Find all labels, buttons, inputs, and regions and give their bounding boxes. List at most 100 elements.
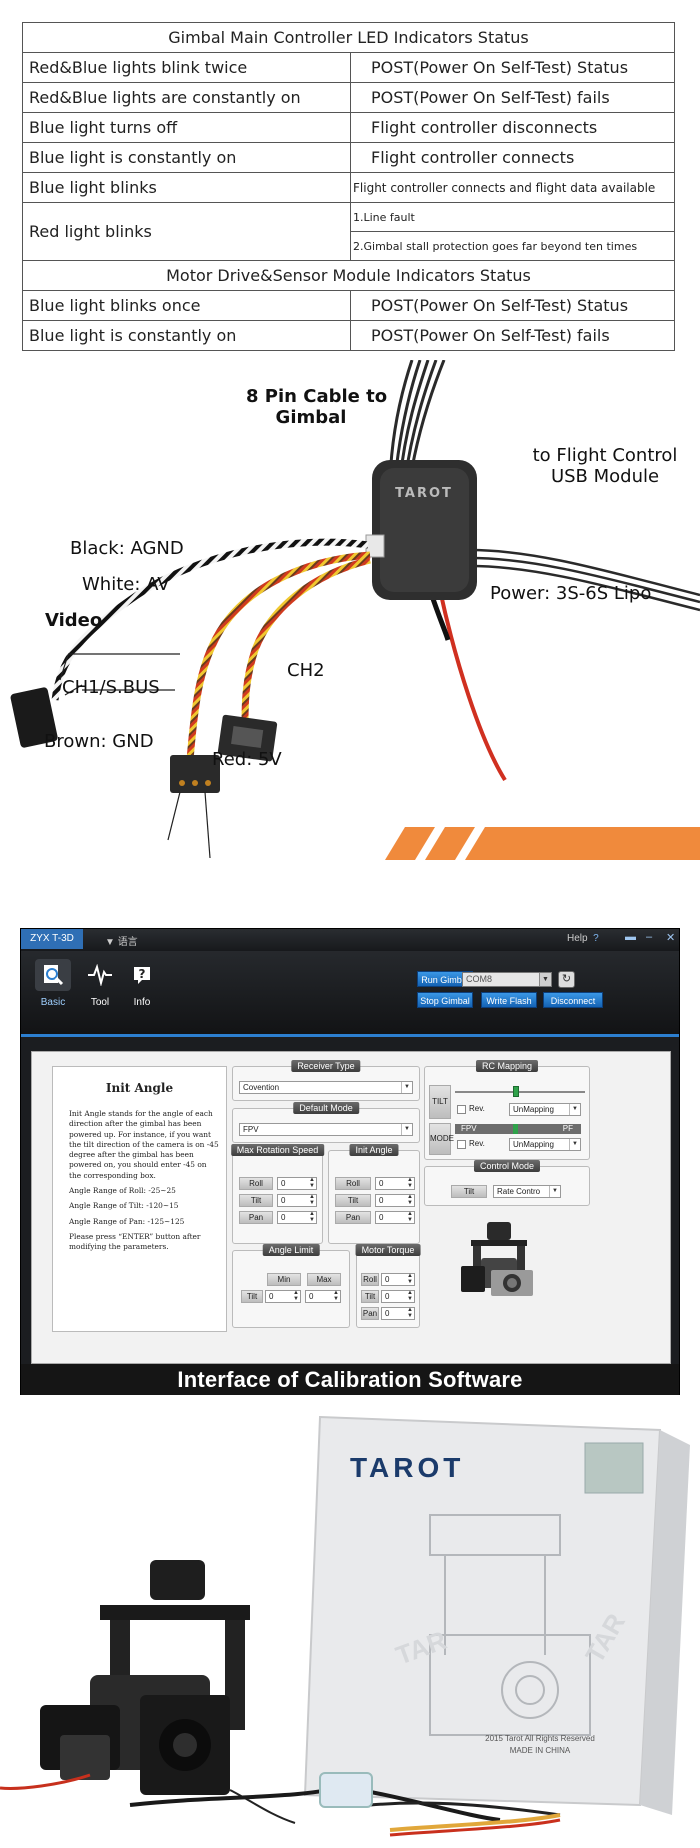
- spinner-arrows-icon[interactable]: ▲▼: [407, 1194, 413, 1206]
- toolbar: Basic Tool ? Info Run Gimbal Stop Gimbal…: [21, 951, 679, 1037]
- receiver-type-panel: Receiver Type Covention▼: [232, 1060, 420, 1101]
- mode-reverse-checkbox[interactable]: [457, 1140, 466, 1149]
- rc-mapping-title: RC Mapping: [475, 1060, 539, 1072]
- language-menu[interactable]: ▼ 语言: [105, 933, 138, 948]
- close-icon[interactable]: ✕: [666, 932, 676, 944]
- section-title: Motor Drive&Sensor Module Indicators Sta…: [22, 260, 675, 291]
- max-speed-pan-input[interactable]: 0▲▼: [277, 1211, 317, 1224]
- value: 0: [379, 1196, 384, 1205]
- help-icon[interactable]: ?: [593, 933, 599, 944]
- receiver-type-select[interactable]: Covention▼: [239, 1081, 413, 1094]
- init-pan-input[interactable]: 0▲▼: [375, 1211, 415, 1224]
- torque-roll-input[interactable]: 0 ▲▼: [381, 1273, 415, 1286]
- chevron-down-icon: ▼: [569, 1104, 580, 1115]
- chat-icon[interactable]: ▬: [625, 931, 636, 943]
- status-cell: 1.Line fault: [350, 202, 675, 232]
- brown-gnd-label: Brown: GND: [44, 731, 154, 752]
- rev-label: Rev.: [469, 1139, 485, 1148]
- control-mode-title: Control Mode: [473, 1160, 541, 1172]
- led-indicator-table: Gimbal Main Controller LED Indicators St…: [22, 22, 675, 351]
- torque-pan-input[interactable]: 0▲▼: [381, 1307, 415, 1320]
- info-tool-button[interactable]: ? Info: [118, 959, 166, 1008]
- spinner-arrows-icon[interactable]: ▲▼: [407, 1211, 413, 1223]
- tilt-label: Tilt: [239, 1194, 273, 1207]
- svg-text:TAROT: TAROT: [395, 486, 453, 501]
- rc-mapping-panel: RC Mapping TILT Rev. UnMapping▼ MODE FPV…: [424, 1060, 590, 1160]
- mode-channel-label: MODE: [429, 1123, 454, 1155]
- spinner-arrows-icon[interactable]: ▲▼: [407, 1307, 413, 1319]
- spinner-arrows-icon[interactable]: ▲▼: [309, 1211, 315, 1223]
- banner-text: Interface of Calibration Software: [177, 1367, 523, 1392]
- tilt-mapping-select[interactable]: UnMapping ▼: [509, 1103, 581, 1116]
- red-5v-label: Red: 5V: [212, 749, 282, 770]
- mode-mapping-select[interactable]: UnMapping▼: [509, 1138, 581, 1151]
- tilt-min-input[interactable]: 0▲▼: [265, 1290, 301, 1303]
- value: 0: [281, 1179, 286, 1188]
- tilt-slider-track[interactable]: [455, 1091, 585, 1093]
- com-port-select[interactable]: COM8▼: [462, 972, 552, 987]
- value: 0: [281, 1196, 286, 1205]
- tilt-max-input[interactable]: 0▲▼: [305, 1290, 341, 1303]
- init-tilt-input[interactable]: 0 ▲▼: [375, 1194, 415, 1207]
- table-row: Blue light blinks Flight controller conn…: [22, 172, 675, 203]
- disconnect-button[interactable]: Disconnect: [543, 992, 603, 1008]
- spinner-arrows-icon[interactable]: ▲▼: [333, 1290, 339, 1302]
- product-illustration: TAROT TAR TAR 2015 Tarot All Rights Rese…: [0, 1415, 690, 1837]
- settings-content: Init Angle Init Angle stands for the ang…: [31, 1051, 671, 1364]
- basic-tool-button[interactable]: Basic: [29, 959, 77, 1008]
- status-cell: Flight controller connects: [350, 142, 675, 173]
- table-row: Red&Blue lights blink twice POST(Power O…: [22, 52, 675, 83]
- torque-tilt-input[interactable]: 0▲▼: [381, 1290, 415, 1303]
- made-in-text: MADE IN CHINA: [510, 1746, 571, 1755]
- info-text: Init Angle stands for the angle of each …: [69, 1109, 219, 1258]
- tilt-mapping-value: UnMapping: [513, 1105, 554, 1114]
- spinner-arrows-icon[interactable]: ▲▼: [293, 1290, 299, 1302]
- control-mode-select[interactable]: Rate Contro▼: [493, 1185, 561, 1198]
- gimbal-device: [40, 1560, 250, 1795]
- default-mode-title: Default Mode: [293, 1102, 359, 1114]
- refresh-icon[interactable]: ↻: [558, 971, 575, 988]
- spinner-arrows-icon[interactable]: ▲▼: [309, 1194, 315, 1206]
- minimize-icon[interactable]: –: [646, 931, 653, 943]
- receiver-type-title: Receiver Type: [291, 1060, 361, 1072]
- default-mode-select[interactable]: FPV▼: [239, 1123, 413, 1136]
- video-label: Video: [45, 610, 103, 631]
- help-menu[interactable]: Help ?: [567, 933, 599, 944]
- init-roll-input[interactable]: 0▲▼: [375, 1177, 415, 1190]
- spinner-arrows-icon[interactable]: ▲▼: [407, 1273, 413, 1285]
- svg-text:?: ?: [139, 967, 146, 981]
- calibration-software-window: ZYX T-3D ▼ 语言 Help ? ▬ – ✕ Basic Tool ? …: [20, 928, 680, 1395]
- ch1-sbus-label: CH1/S.BUS: [62, 677, 160, 698]
- default-mode-value: FPV: [243, 1125, 259, 1134]
- pin8-label-line1: 8 Pin Cable to: [246, 386, 388, 407]
- max-speed-tilt-input[interactable]: 0 ▲▼: [277, 1194, 317, 1207]
- question-badge-icon: ?: [124, 959, 160, 991]
- motor-torque-title: Motor Torque: [355, 1244, 421, 1256]
- tilt-reverse-checkbox[interactable]: [457, 1105, 466, 1114]
- flight-control-label: to Flight Control USB Module: [520, 445, 690, 487]
- write-flash-button[interactable]: Write Flash: [481, 992, 537, 1008]
- spinner-arrows-icon[interactable]: ▲▼: [407, 1290, 413, 1302]
- light-cell: Blue light is constantly on: [22, 320, 351, 351]
- mode-bar[interactable]: FPV PF: [455, 1124, 581, 1134]
- init-angle-panel: Init Angle Roll 0▲▼ Tilt 0▲▼ Pan 0▲▼: [328, 1144, 420, 1244]
- info-paragraph: Init Angle stands for the angle of each …: [69, 1109, 219, 1180]
- stop-gimbal-button[interactable]: Stop Gimbal: [417, 992, 473, 1008]
- tool-tool-button[interactable]: Tool: [76, 959, 124, 1008]
- spinner-arrows-icon[interactable]: ▲▼: [407, 1177, 413, 1189]
- value: 0: [385, 1275, 390, 1284]
- wiring-diagram: TAROT 8 Pin Cable to: [0, 359, 700, 920]
- hologram-sticker: [584, 1442, 644, 1494]
- status-cell: 2.Gimbal stall protection goes far beyon…: [350, 231, 675, 261]
- spinner-arrows-icon[interactable]: ▲▼: [309, 1177, 315, 1189]
- ch2-label: CH2: [287, 660, 325, 681]
- product-photo: TAROT TAR TAR 2015 Tarot All Rights Rese…: [0, 1405, 700, 1848]
- tilt-range-text: Angle Range of Tilt: -120~15: [69, 1201, 179, 1211]
- app-tab[interactable]: ZYX T-3D: [21, 929, 83, 949]
- black-agnd-label: Black: AGND: [70, 538, 184, 559]
- roll-range-text: Angle Range of Roll: -25~25: [69, 1186, 176, 1196]
- max-speed-roll-input[interactable]: 0 ▲▼: [277, 1177, 317, 1190]
- usb-module: [319, 1772, 373, 1808]
- tilt-slider-thumb[interactable]: [513, 1086, 519, 1097]
- angle-limit-title: Angle Limit: [262, 1244, 320, 1256]
